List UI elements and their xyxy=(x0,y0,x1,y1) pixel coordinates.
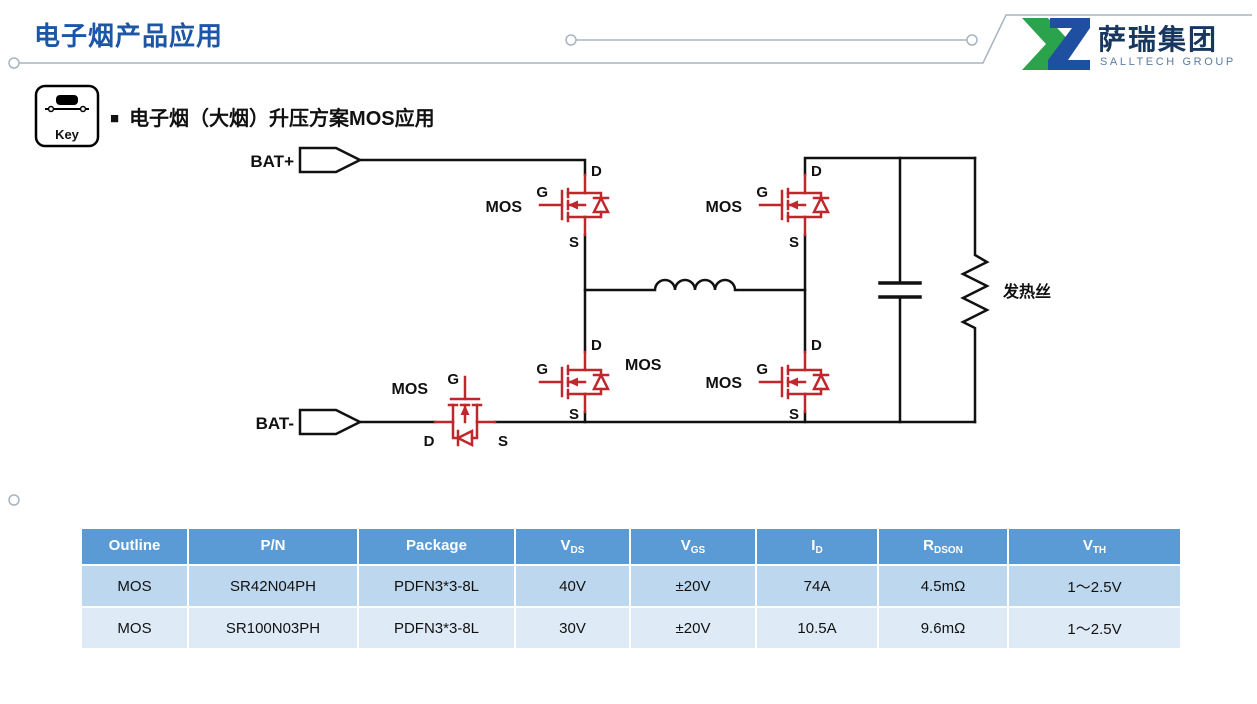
source-label: S xyxy=(569,406,579,423)
key-icon: Key xyxy=(34,84,100,148)
col-header-package: Package xyxy=(357,527,516,566)
source-label: S xyxy=(789,234,799,251)
table-row: MOS SR42N04PH PDFN3*3-8L 40V ±20V 74A 4.… xyxy=(80,564,1182,608)
section-heading: ■ 电子烟（大烟）升压方案MOS应用 xyxy=(110,102,435,131)
table-cell: 40V xyxy=(514,564,631,608)
mosfet-m4-labels: MOS G D S xyxy=(706,337,822,423)
source-label: S xyxy=(498,433,508,450)
col-header-vds: VDS xyxy=(514,527,631,566)
mos-label: MOS xyxy=(706,375,743,392)
mosfet-battery-switch xyxy=(433,375,497,447)
table-cell: 74A xyxy=(755,564,879,608)
table-row: MOS SR100N03PH PDFN3*3-8L 30V ±20V 10.5A… xyxy=(80,606,1182,650)
source-label: S xyxy=(569,234,579,251)
battery-terminals xyxy=(298,146,363,436)
table-header-row: Outline P/N Package VDS VGS ID RDSON VTH xyxy=(80,527,1182,566)
header-decoration xyxy=(8,14,1252,506)
gate-label: G xyxy=(447,371,459,388)
table-cell: PDFN3*3-8L xyxy=(357,564,516,608)
page-title: 电子烟产品应用 xyxy=(34,21,224,51)
bat-plus-connector xyxy=(298,146,363,174)
mosfet-m3-labels: MOS G D S xyxy=(706,163,822,251)
source-label: S xyxy=(789,406,799,423)
bat-minus-connector xyxy=(298,408,363,436)
mosfet-m2-labels: MOS G D S xyxy=(536,337,661,423)
inductor xyxy=(583,278,807,292)
mos-label: MOS xyxy=(392,381,429,398)
drain-label: D xyxy=(591,163,602,180)
decor-circle xyxy=(565,34,577,46)
heater-label: 发热丝 xyxy=(1002,282,1051,301)
mosfet-high-side-right xyxy=(758,173,830,237)
col-header-rdson: RDSON xyxy=(877,527,1009,566)
drain-label: D xyxy=(811,337,822,354)
col-header-vgs: VGS xyxy=(629,527,757,566)
table-cell: SR42N04PH xyxy=(187,564,359,608)
decor-circle xyxy=(8,494,20,506)
table-cell: 30V xyxy=(514,606,631,650)
section-heading-text: 电子烟（大烟）升压方案MOS应用 xyxy=(129,108,435,130)
bat-plus-label: BAT+ xyxy=(250,152,294,171)
gate-label: G xyxy=(756,361,768,378)
table-cell: 1～2.5V xyxy=(1007,564,1182,608)
mosfet-m1-labels: MOS G D S xyxy=(486,163,602,251)
decor-circle xyxy=(966,34,978,46)
table-cell: MOS xyxy=(80,564,189,608)
gate-label: G xyxy=(756,184,768,201)
table-cell: PDFN3*3-8L xyxy=(357,606,516,650)
circuit-wires xyxy=(358,156,990,424)
table-cell: 10.5A xyxy=(755,606,879,650)
drain-label: D xyxy=(424,433,435,450)
drain-label: D xyxy=(591,337,602,354)
key-icon-label: Key xyxy=(55,127,80,142)
col-header-pn: P/N xyxy=(187,527,359,566)
circuit-diagram: BAT+ BAT- MOS G D S MOS G D S xyxy=(250,146,1051,450)
col-header-id: ID xyxy=(755,527,879,566)
logo-brand-text: 萨瑞集团 xyxy=(1098,24,1219,55)
table-cell: MOS xyxy=(80,606,189,650)
mos-label: MOS xyxy=(486,199,523,216)
table-cell: 1～2.5V xyxy=(1007,606,1182,650)
table-cell: ±20V xyxy=(629,564,757,608)
logo-subtitle-text: SALLTECH GROUP xyxy=(1100,56,1236,68)
mosfet-low-side-right xyxy=(758,350,830,414)
table-cell: SR100N03PH xyxy=(187,606,359,650)
drain-label: D xyxy=(811,163,822,180)
gate-label: G xyxy=(536,361,548,378)
heater-resistor xyxy=(960,156,990,424)
mos-label: MOS xyxy=(625,357,662,374)
table-cell: ±20V xyxy=(629,606,757,650)
mosfet-high-side-left xyxy=(538,173,610,237)
col-header-outline: Outline xyxy=(80,527,189,566)
square-bullet-icon: ■ xyxy=(110,110,120,127)
capacitor xyxy=(878,156,922,424)
mos-label: MOS xyxy=(706,199,743,216)
bat-minus-label: BAT- xyxy=(256,414,294,433)
mos-spec-table: Outline P/N Package VDS VGS ID RDSON VTH… xyxy=(80,527,1182,650)
decor-circle xyxy=(8,57,20,69)
mosfet-m5-labels: MOS G D S xyxy=(392,371,508,450)
table-cell: 4.5mΩ xyxy=(877,564,1009,608)
salltech-logo-icon xyxy=(1022,18,1090,70)
col-header-vth: VTH xyxy=(1007,527,1182,566)
mosfet-low-side-left xyxy=(538,350,610,414)
table-cell: 9.6mΩ xyxy=(877,606,1009,650)
gate-label: G xyxy=(536,184,548,201)
